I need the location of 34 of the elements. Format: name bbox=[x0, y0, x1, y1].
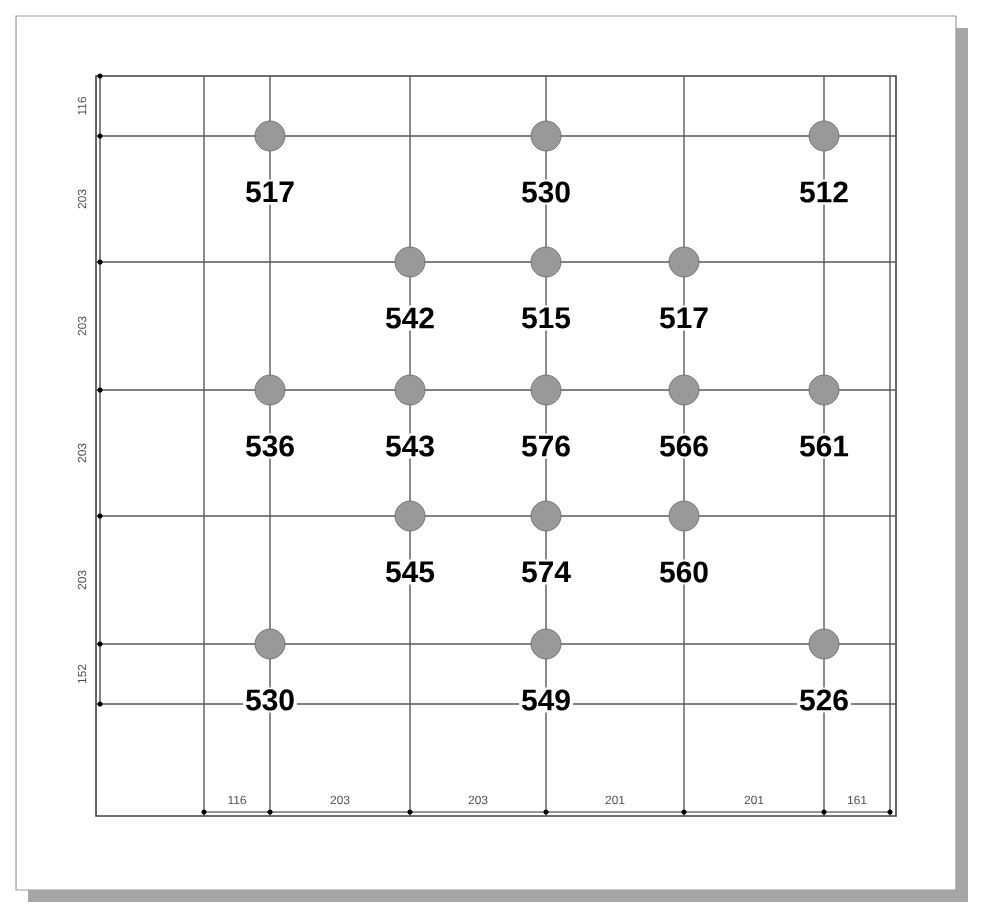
point-value: 530 bbox=[243, 687, 297, 713]
grid-point bbox=[394, 500, 426, 532]
point-value: 517 bbox=[657, 305, 711, 331]
grid-point bbox=[808, 628, 840, 660]
grid-point bbox=[808, 120, 840, 152]
grid-point bbox=[530, 120, 562, 152]
grid-point bbox=[668, 246, 700, 278]
point-value: 561 bbox=[797, 433, 851, 459]
point-value: 560 bbox=[657, 559, 711, 585]
point-value: 517 bbox=[243, 179, 297, 205]
point-value: 545 bbox=[383, 559, 437, 585]
point-value: 526 bbox=[797, 687, 851, 713]
point-value: 530 bbox=[519, 179, 573, 205]
point-value: 543 bbox=[383, 433, 437, 459]
grid-point bbox=[530, 246, 562, 278]
grid-point bbox=[254, 374, 286, 406]
point-value: 515 bbox=[519, 305, 573, 331]
point-value: 576 bbox=[519, 433, 573, 459]
grid-point bbox=[394, 246, 426, 278]
point-value: 536 bbox=[243, 433, 297, 459]
grid-point bbox=[668, 374, 700, 406]
grid-point bbox=[530, 628, 562, 660]
grid-point bbox=[254, 120, 286, 152]
point-value: 542 bbox=[383, 305, 437, 331]
grid-point bbox=[530, 374, 562, 406]
grid-point bbox=[808, 374, 840, 406]
grid-point bbox=[530, 500, 562, 532]
point-value: 549 bbox=[519, 687, 573, 713]
grid-point bbox=[668, 500, 700, 532]
point-value: 566 bbox=[657, 433, 711, 459]
point-value: 512 bbox=[797, 179, 851, 205]
grid-point bbox=[254, 628, 286, 660]
grid-point bbox=[394, 374, 426, 406]
point-value: 574 bbox=[519, 559, 573, 585]
